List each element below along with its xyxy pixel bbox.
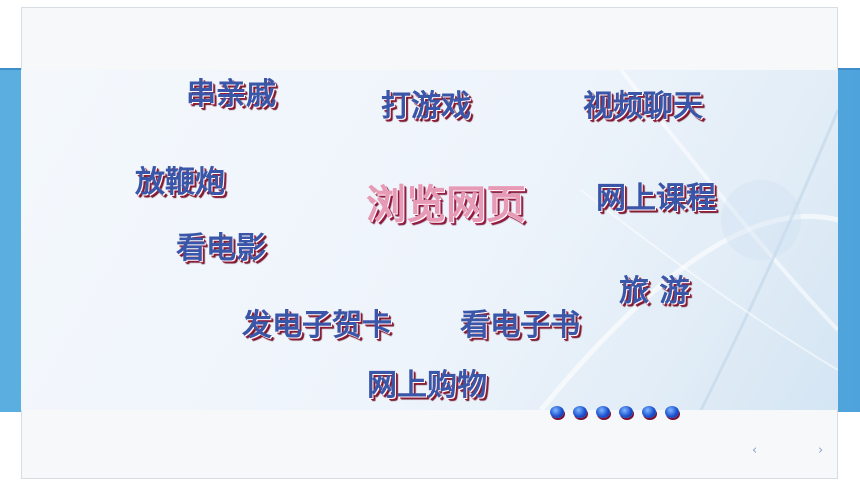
word-read-ebook: 看电子书 (460, 308, 580, 343)
word-play-games: 打游戏 (381, 89, 471, 124)
ellipsis-dot (573, 406, 587, 418)
prev-slide-button[interactable]: ‹ (752, 443, 758, 458)
next-slide-button[interactable]: › (818, 443, 824, 458)
word-online-shopping: 网上购物 (367, 368, 487, 403)
word-video-chat: 视频聊天 (583, 89, 703, 124)
word-visit-relatives: 串亲戚 (186, 77, 276, 112)
ellipsis-dot (642, 406, 656, 418)
ellipsis-dot (665, 406, 679, 418)
ellipsis-dot (619, 406, 633, 418)
word-online-courses: 网上课程 (596, 181, 716, 216)
decorative-arcs (539, 70, 838, 410)
word-browse-web-center: 浏览网页 (366, 181, 526, 228)
word-watch-movies: 看电影 (176, 231, 266, 266)
slide-content-area (21, 70, 838, 410)
word-send-ecard: 发电子贺卡 (242, 308, 392, 343)
ellipsis-dots (550, 406, 679, 418)
word-travel: 旅 游 (619, 274, 690, 309)
word-firecrackers: 放鞭炮 (135, 165, 225, 200)
ellipsis-dot (550, 406, 564, 418)
ellipsis-dot (596, 406, 610, 418)
